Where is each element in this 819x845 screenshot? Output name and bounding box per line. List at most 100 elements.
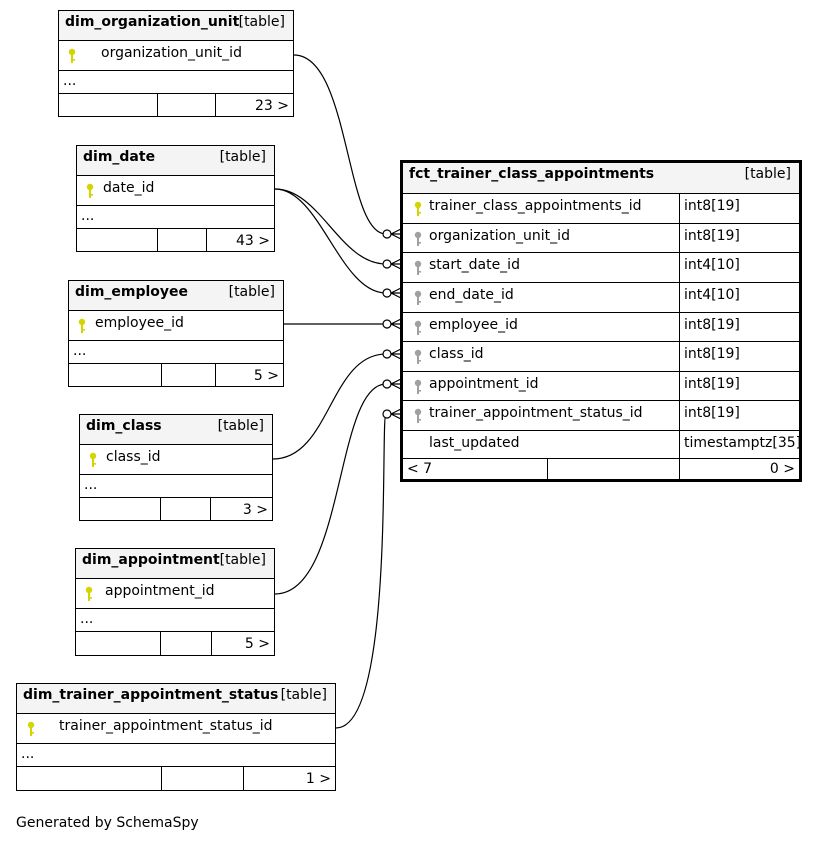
foreign-key-icon — [414, 379, 422, 394]
ellipsis-row: ... — [76, 608, 274, 631]
column-row: trainer_class_appointments_id int8[19] — [403, 193, 799, 223]
column-name[interactable]: trainer_class_appointments_id — [429, 198, 642, 214]
column-name[interactable]: organization_unit_id — [101, 45, 242, 61]
table-header: dim_employee [table] — [69, 281, 283, 310]
column-type: int8[19] — [684, 228, 740, 244]
table-kind: [table] — [238, 14, 285, 30]
column-name[interactable]: end_date_id — [429, 287, 514, 303]
foreign-key-icon — [414, 260, 422, 275]
more-columns-ellipsis: ... — [81, 208, 95, 224]
column-row: trainer_appointment_status_id — [17, 713, 335, 743]
table-kind: [table] — [280, 687, 327, 703]
column-name[interactable]: employee_id — [95, 315, 184, 331]
column-name[interactable]: trainer_appointment_status_id — [429, 405, 643, 421]
column-name[interactable]: appointment_id — [429, 376, 539, 392]
edge-start-date — [274, 188, 387, 265]
key-icon — [414, 201, 422, 216]
table-header: dim_appointment [table] — [76, 549, 274, 578]
table-dim-class[interactable]: dim_class [table] class_id ... 3 > — [79, 414, 273, 521]
column-name[interactable]: class_id — [429, 346, 484, 362]
column-name[interactable]: last_updated — [429, 435, 520, 451]
column-name[interactable]: date_id — [103, 180, 155, 196]
column-row: end_date_id int4[10] — [403, 282, 799, 312]
column-name[interactable]: appointment_id — [105, 583, 215, 599]
table-name[interactable]: dim_date — [83, 149, 156, 165]
foreign-key-icon — [414, 349, 422, 364]
foreign-key-icon — [414, 290, 422, 305]
ellipsis-row: ... — [80, 474, 272, 497]
children-count[interactable]: 1 > — [305, 771, 331, 787]
column-type: int4[10] — [684, 287, 740, 303]
table-header: dim_date [table] — [77, 146, 274, 175]
table-name[interactable]: dim_appointment — [82, 552, 220, 568]
table-name[interactable]: dim_class — [86, 418, 162, 434]
children-count[interactable]: 43 > — [236, 233, 270, 249]
column-name[interactable]: class_id — [106, 449, 161, 465]
table-dim-organization-unit[interactable]: dim_organization_unit [table] organizati… — [58, 10, 294, 117]
column-row: employee_id — [69, 310, 283, 340]
table-kind: [table] — [744, 166, 791, 182]
column-name[interactable]: trainer_appointment_status_id — [59, 718, 273, 734]
column-row: trainer_appointment_status_id int8[19] — [403, 400, 799, 430]
table-name[interactable]: dim_trainer_appointment_status — [23, 687, 279, 703]
foreign-key-icon — [414, 320, 422, 335]
table-name[interactable]: dim_organization_unit — [65, 14, 240, 30]
table-dim-date[interactable]: dim_date [table] date_id ... 43 > — [76, 145, 275, 252]
more-columns-ellipsis: ... — [80, 611, 94, 627]
key-icon — [86, 183, 94, 198]
column-row: organization_unit_id int8[19] — [403, 223, 799, 252]
ellipsis-row: ... — [77, 205, 274, 228]
table-header: dim_organization_unit [table] — [59, 11, 293, 40]
table-dim-trainer-appointment-status[interactable]: dim_trainer_appointment_status [table] t… — [16, 683, 336, 791]
footer-row: 1 > — [17, 766, 335, 790]
footer-row: 43 > — [77, 228, 274, 251]
column-name[interactable]: organization_unit_id — [429, 228, 570, 244]
table-kind: [table] — [219, 552, 266, 568]
column-name[interactable]: employee_id — [429, 317, 518, 333]
column-row: employee_id int8[19] — [403, 312, 799, 341]
key-icon — [78, 318, 86, 333]
table-header: dim_trainer_appointment_status [table] — [17, 684, 335, 713]
children-count[interactable]: 23 > — [255, 98, 289, 114]
column-name[interactable]: start_date_id — [429, 257, 520, 273]
foreign-key-icon — [414, 231, 422, 246]
more-columns-ellipsis: ... — [63, 73, 77, 89]
children-count[interactable]: 5 > — [244, 636, 270, 652]
table-name[interactable]: dim_employee — [75, 284, 189, 300]
children-count[interactable]: 0 > — [769, 461, 795, 477]
table-kind: [table] — [228, 284, 275, 300]
column-type: int8[19] — [684, 346, 740, 362]
more-columns-ellipsis: ... — [84, 477, 98, 493]
column-type: int8[19] — [684, 317, 740, 333]
table-dim-employee[interactable]: dim_employee [table] employee_id ... 5 > — [68, 280, 284, 387]
table-header: fct_trainer_class_appointments [table] — [403, 163, 799, 193]
ellipsis-row: ... — [17, 743, 335, 766]
edge-appointment — [274, 383, 387, 595]
column-type: int8[19] — [684, 405, 740, 421]
more-columns-ellipsis: ... — [21, 746, 35, 762]
table-dim-appointment[interactable]: dim_appointment [table] appointment_id .… — [75, 548, 275, 656]
ellipsis-row: ... — [69, 340, 283, 363]
table-name[interactable]: fct_trainer_class_appointments — [409, 166, 655, 182]
parents-count[interactable]: < 7 — [407, 461, 433, 477]
table-fct-trainer-class-appointments[interactable]: fct_trainer_class_appointments [table] t… — [400, 160, 802, 482]
foreign-key-icon — [414, 408, 422, 423]
column-row: date_id — [77, 175, 274, 205]
key-icon — [68, 48, 76, 63]
footer-row: 23 > — [59, 93, 293, 116]
footer-row: 5 > — [69, 363, 283, 386]
column-type: timestamptz[35] — [684, 435, 802, 451]
key-icon — [85, 586, 93, 601]
table-kind: [table] — [219, 149, 266, 165]
children-count[interactable]: 5 > — [253, 368, 279, 384]
children-count[interactable]: 3 > — [242, 502, 268, 518]
key-icon — [27, 721, 35, 736]
edge-class — [272, 353, 387, 460]
key-icon — [89, 452, 97, 467]
footer-row: 3 > — [80, 497, 272, 520]
column-row: last_updated timestamptz[35] — [403, 430, 802, 458]
table-header: dim_class [table] — [80, 415, 272, 444]
column-type: int4[10] — [684, 257, 740, 273]
column-row: appointment_id — [76, 578, 274, 608]
